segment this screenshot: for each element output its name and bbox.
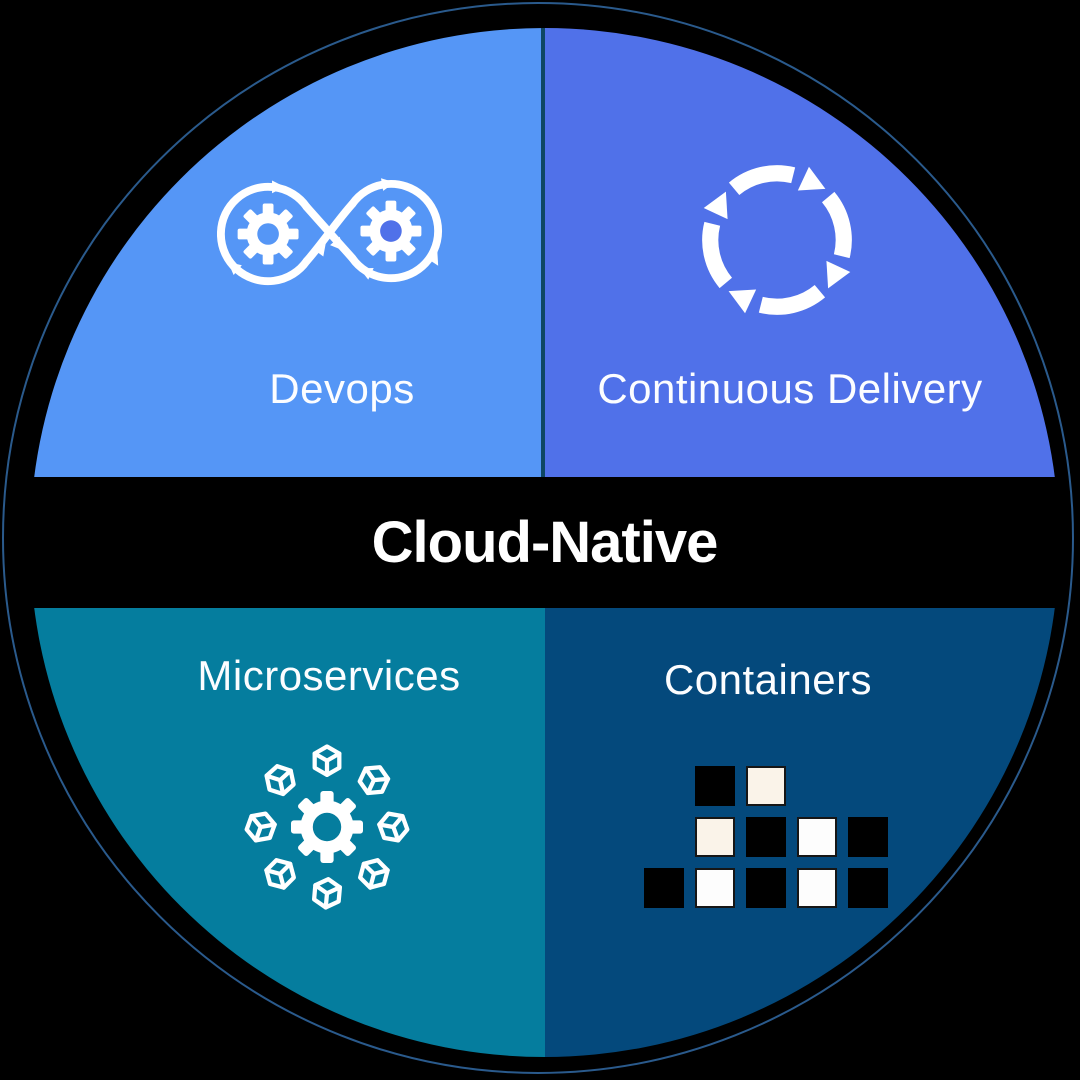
container-block-empty bbox=[644, 817, 684, 857]
containers-label: Containers bbox=[663, 656, 873, 703]
center-gear bbox=[291, 791, 363, 863]
microservices-label: Microservices bbox=[197, 652, 461, 699]
container-block-cell bbox=[644, 868, 684, 908]
container-block-cell bbox=[695, 817, 735, 857]
quadrant-microservices bbox=[30, 608, 545, 1057]
continuous-delivery-label: Continuous Delivery bbox=[597, 365, 983, 412]
gear-left bbox=[237, 203, 299, 265]
container-block-cell bbox=[746, 868, 786, 908]
container-block-cell bbox=[695, 766, 735, 806]
container-block-cell bbox=[848, 817, 888, 857]
center-band: Cloud-Native bbox=[30, 477, 1059, 608]
container-block-empty bbox=[644, 766, 684, 806]
page-title: Cloud-Native bbox=[371, 510, 719, 575]
container-block-empty bbox=[797, 766, 837, 806]
quadrant-circle: Devops Continuous Delivery Microservices… bbox=[30, 28, 1059, 1057]
container-blocks-icon bbox=[644, 766, 888, 908]
container-block-cell bbox=[746, 817, 786, 857]
container-block-cell bbox=[797, 817, 837, 857]
container-block-cell bbox=[797, 868, 837, 908]
cycle-arrows-icon bbox=[691, 154, 863, 326]
container-block-cell bbox=[746, 766, 786, 806]
devops-infinity-gears-icon bbox=[216, 172, 443, 296]
container-block-empty bbox=[848, 766, 888, 806]
container-block-cell bbox=[695, 868, 735, 908]
gear-right bbox=[360, 200, 422, 262]
container-block-cell bbox=[848, 868, 888, 908]
devops-label: Devops bbox=[269, 365, 415, 412]
quadrant-continuous-delivery bbox=[545, 28, 1059, 477]
gear-with-cubes-icon bbox=[237, 737, 417, 917]
top-quadrant-divider bbox=[541, 28, 545, 477]
